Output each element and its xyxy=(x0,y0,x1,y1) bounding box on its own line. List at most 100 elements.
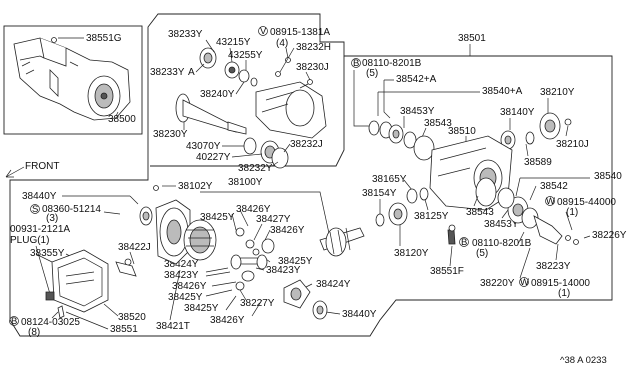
part-label-38426Y-d: 38426Y xyxy=(210,315,245,326)
part-label-38154Y: 38154Y xyxy=(362,188,397,199)
part-qty-08124-03025: (8) xyxy=(28,327,40,338)
part-label-38500: 38500 xyxy=(108,114,136,125)
front-label: FRONT xyxy=(25,161,59,172)
part-label-38510: 38510 xyxy=(448,126,476,137)
ring-gear-and-diff-case xyxy=(139,185,365,320)
part-label-08110-8201B-upper: 08110-8201B xyxy=(362,58,422,69)
part-label-38223Y: 38223Y xyxy=(536,261,571,272)
part-label-43255Y: 43255Y xyxy=(228,50,263,61)
axle-tube-subframe xyxy=(150,56,345,167)
part-label-38440Y-lower: 38440Y xyxy=(342,309,377,320)
exploded-view-frame xyxy=(9,13,613,337)
part-label-38425Y-a: 38425Y xyxy=(200,212,235,223)
screw-symbol-s xyxy=(30,204,40,214)
part-label-plug: PLUG(1) xyxy=(10,235,49,246)
part-label-08124-03025: 08124-03025 xyxy=(21,317,80,328)
part-label-38227Y: 38227Y xyxy=(240,298,275,309)
axle-shaft-group xyxy=(175,47,327,169)
part-label-38501: 38501 xyxy=(458,33,486,44)
part-label-08915-14000: 08915-14000 xyxy=(531,278,590,289)
part-qty-08360-51214: (3) xyxy=(46,213,58,224)
part-label-38543-upper: 38543 xyxy=(424,118,452,129)
symbol-w-lower: W xyxy=(520,277,529,288)
part-label-38426Y-c: 38426Y xyxy=(172,281,207,292)
part-label-38210J: 38210J xyxy=(556,139,589,150)
part-label-38226Y: 38226Y xyxy=(592,230,627,241)
part-label-38423Y-a: 38423Y xyxy=(164,270,199,281)
part-label-38589: 38589 xyxy=(524,157,552,168)
symbol-s: S xyxy=(32,204,38,215)
part-label-38426Y-b: 38426Y xyxy=(270,225,305,236)
part-label-38233YA-suffix: A xyxy=(188,67,195,78)
part-label-38425Y-b: 38425Y xyxy=(168,292,203,303)
diagram-reference-code: ^38 A 0233 xyxy=(560,355,607,366)
front-direction-arrow xyxy=(5,166,25,178)
assembled-differential-drawing xyxy=(13,37,131,121)
washer-symbol-w-upper xyxy=(545,196,555,206)
symbol-b-upper: B xyxy=(353,58,359,69)
part-label-40227Y: 40227Y xyxy=(196,152,231,163)
part-label-38125Y: 38125Y xyxy=(414,211,449,222)
part-label-38140Y: 38140Y xyxy=(500,107,535,118)
part-label-38453Y-lower: 38453Y xyxy=(484,219,519,230)
bolt-symbol-b-cover xyxy=(9,316,19,326)
part-label-38240Y: 38240Y xyxy=(200,89,235,100)
carrier-bearing-group-upper xyxy=(368,112,572,161)
bolt-symbol-b-lower xyxy=(459,237,469,247)
part-label-43215Y: 43215Y xyxy=(216,37,251,48)
part-label-38551F: 38551F xyxy=(430,266,464,277)
part-label-38422J: 38422J xyxy=(118,242,151,253)
part-label-38220Y: 38220Y xyxy=(480,278,515,289)
part-qty-08915-14000: (1) xyxy=(558,288,570,299)
part-label-38542: 38542 xyxy=(540,181,568,192)
part-qty-08915-1381A: (4) xyxy=(276,38,288,49)
part-label-38520: 38520 xyxy=(118,312,146,323)
part-label-38426Y-a: 38426Y xyxy=(236,204,271,215)
symbol-b-lower: B xyxy=(461,237,467,248)
part-label-38551G: 38551G xyxy=(86,33,122,44)
part-qty-08110-8201B-lower: (5) xyxy=(476,248,488,259)
symbol-b-cover: B xyxy=(11,316,17,327)
part-label-38165Y: 38165Y xyxy=(372,174,407,185)
part-label-38425Y-d: 38425Y xyxy=(184,303,219,314)
part-label-38425Y-c: 38425Y xyxy=(278,256,313,267)
part-label-38233Y-lower: 38233Y xyxy=(150,67,185,78)
part-qty-08110-8201B-upper: (5) xyxy=(366,68,378,79)
part-label-08915-44000: 08915-44000 xyxy=(557,197,616,208)
part-label-08110-8201B-lower: 08110-8201B xyxy=(472,238,532,249)
washer-symbol-w-lower xyxy=(519,277,529,287)
part-label-38232J: 38232J xyxy=(290,139,323,150)
pinion-side-parts xyxy=(375,187,579,245)
part-label-38424Y-b: 38424Y xyxy=(316,279,351,290)
part-label-38120Y: 38120Y xyxy=(394,248,429,259)
part-label-38543-lower: 38543 xyxy=(466,207,494,218)
part-label-38230Y: 38230Y xyxy=(153,129,188,140)
part-label-43070Y: 43070Y xyxy=(186,141,221,152)
differential-housing xyxy=(429,135,513,211)
part-label-38230J: 38230J xyxy=(296,62,329,73)
part-label-38232Y: 38232Y xyxy=(238,163,273,174)
part-label-00931-2121A: 00931-2121A xyxy=(10,224,70,235)
part-qty-08915-44000: (1) xyxy=(566,207,578,218)
symbol-v: V xyxy=(260,26,267,37)
bolt-symbol-b-upper xyxy=(351,58,361,68)
rear-cover-group xyxy=(35,249,137,319)
part-label-38453Y-upper: 38453Y xyxy=(400,106,435,117)
assembly-inset-frame xyxy=(3,25,143,135)
part-label-38233Y-upper: 38233Y xyxy=(168,29,203,40)
symbol-w-upper: W xyxy=(546,196,555,207)
part-label-38540A: 38540+A xyxy=(482,86,523,97)
part-label-38232H: 38232H xyxy=(296,42,331,53)
part-label-38100Y: 38100Y xyxy=(228,177,263,188)
part-label-38102Y: 38102Y xyxy=(178,181,213,192)
part-label-08360-51214: 08360-51214 xyxy=(42,204,101,215)
part-label-38210Y: 38210Y xyxy=(540,87,575,98)
part-label-38540: 38540 xyxy=(594,171,622,182)
part-label-38421T: 38421T xyxy=(156,321,190,332)
part-label-38427Y: 38427Y xyxy=(256,214,291,225)
part-label-38355Y: 38355Y xyxy=(30,248,65,259)
washer-symbol-v xyxy=(258,26,268,36)
part-label-38424Y-a: 38424Y xyxy=(164,259,199,270)
